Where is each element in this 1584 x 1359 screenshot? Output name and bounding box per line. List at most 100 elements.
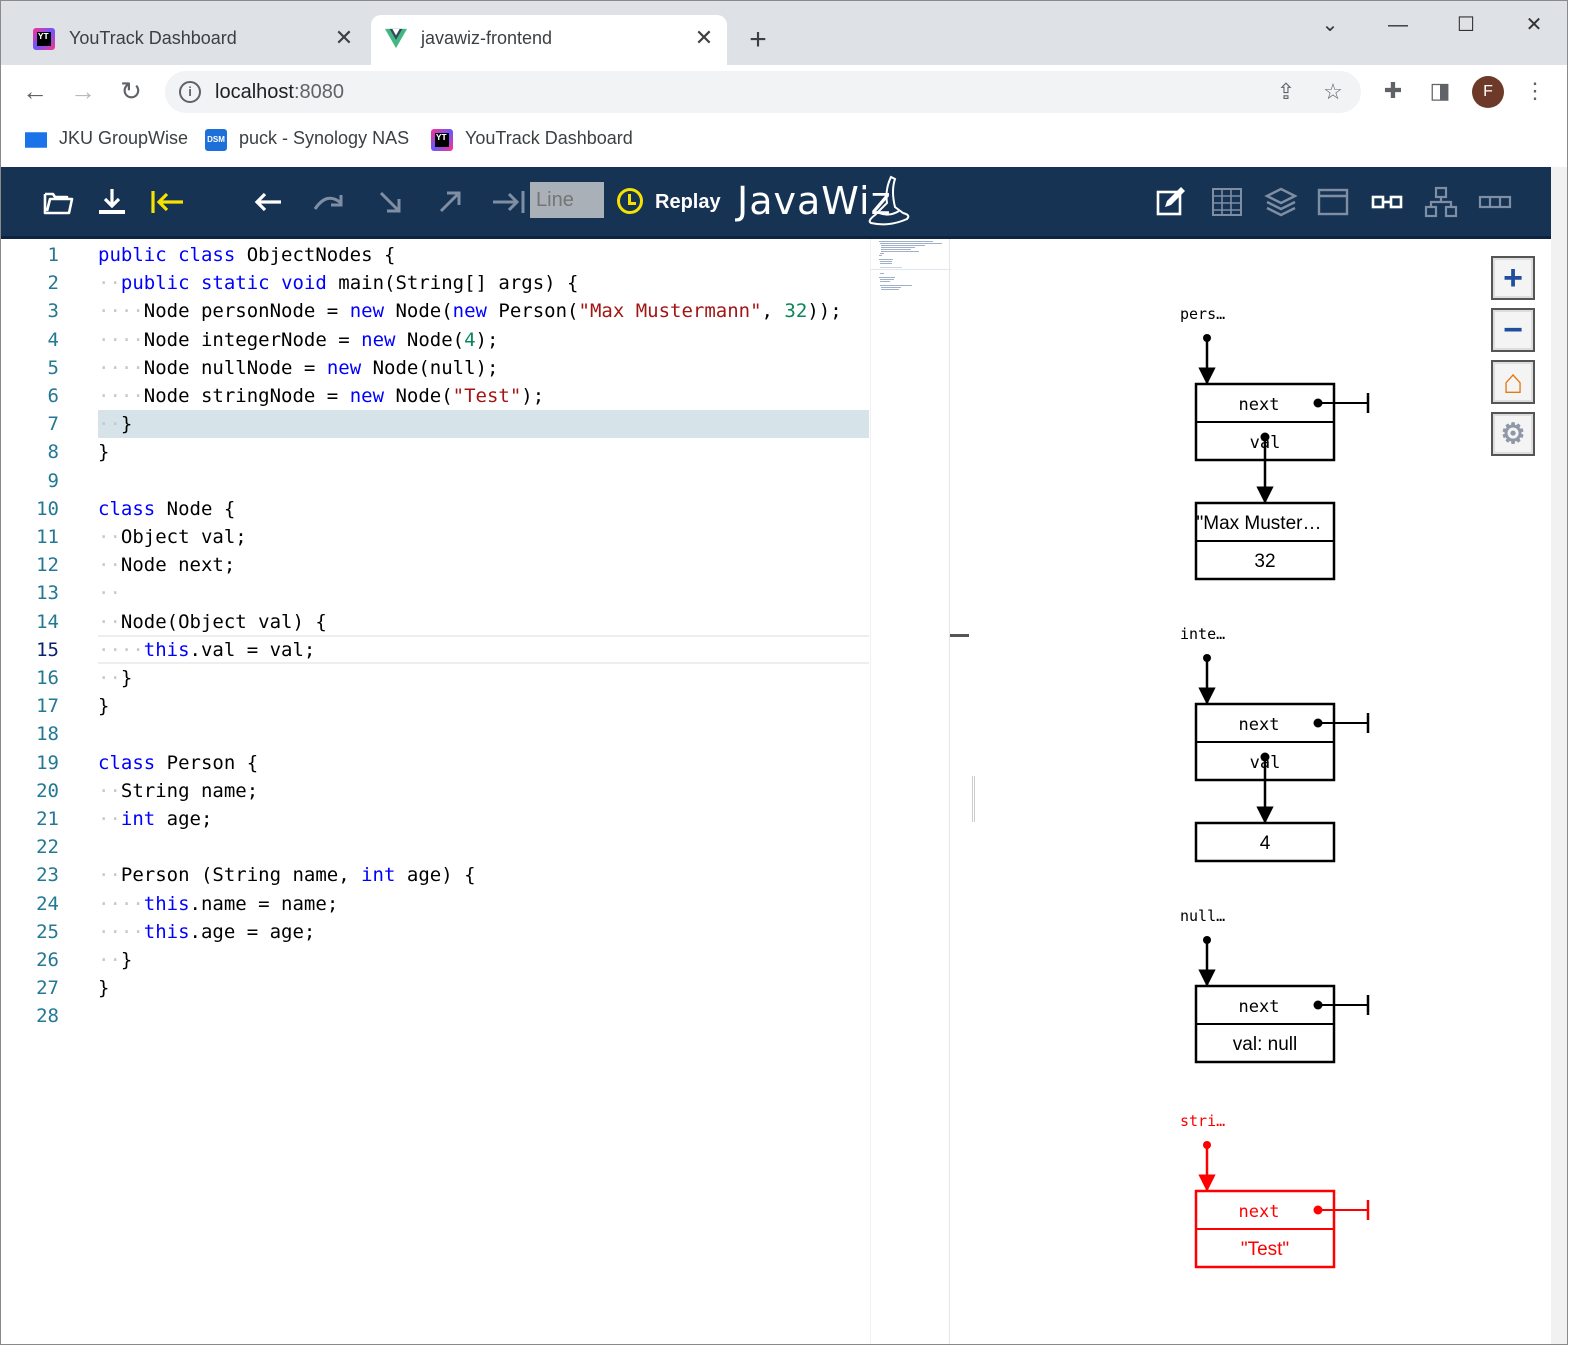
code-text[interactable]: ··}	[98, 667, 133, 689]
code-text[interactable]: ··Node(Object val) {	[98, 610, 327, 633]
line-number[interactable]: 25	[36, 920, 59, 943]
step-back-icon[interactable]	[251, 185, 285, 219]
code-text[interactable]: class Person {	[98, 751, 259, 774]
new-tab-button[interactable]: +	[749, 23, 767, 56]
tree-view-icon[interactable]	[1423, 185, 1459, 219]
line-number[interactable]: 3	[47, 300, 59, 323]
profile-avatar[interactable]: F	[1472, 76, 1504, 108]
line-number[interactable]: 21	[36, 808, 59, 830]
minimize-button[interactable]: —	[1388, 14, 1408, 36]
run-to-line-icon[interactable]	[491, 185, 527, 219]
page-scrollbar[interactable]	[1551, 167, 1567, 1344]
code-line[interactable]: 27}	[1, 974, 869, 1002]
code-line[interactable]: 3 ····Node personNode = new Node(new Pers…	[1, 297, 869, 325]
code-text[interactable]: }	[98, 977, 110, 1000]
splitter-handle[interactable]	[950, 634, 969, 637]
code-line[interactable]: 6····Node stringNode = new Node("Test");	[1, 382, 869, 410]
window-view-icon[interactable]	[1315, 185, 1351, 219]
layers-icon[interactable]	[1263, 185, 1299, 219]
code-line[interactable]: 7 ··}	[1, 410, 869, 438]
linked-list-view-icon[interactable]	[1369, 185, 1405, 219]
line-number[interactable]: 12	[36, 554, 59, 577]
bookmark-star-icon[interactable]: ☆	[1323, 79, 1343, 104]
array-view-icon[interactable]	[1477, 185, 1513, 219]
line-number[interactable]: 27	[36, 977, 59, 1000]
line-number[interactable]: 7	[47, 413, 59, 436]
code-text[interactable]: ··Person (String name, int age) {	[98, 864, 476, 887]
back-button[interactable]: ←	[22, 76, 48, 106]
line-number[interactable]: 8	[47, 441, 59, 464]
code-text[interactable]: ··public static void main(String[] args)…	[98, 272, 579, 295]
share-icon[interactable]: ⇪	[1276, 79, 1296, 104]
close-window-button[interactable]: ✕	[1525, 14, 1543, 36]
open-folder-icon[interactable]	[41, 185, 75, 219]
code-text[interactable]: ····Node stringNode = new Node("Test");	[98, 385, 545, 407]
line-number[interactable]: 18	[36, 723, 59, 746]
line-number[interactable]: 19	[36, 751, 59, 774]
step-out-icon[interactable]	[433, 185, 467, 219]
line-number[interactable]: 15	[36, 638, 59, 661]
step-into-icon[interactable]	[373, 185, 407, 219]
line-number[interactable]: 10	[36, 497, 59, 520]
pane-resize-sash[interactable]	[972, 776, 975, 822]
tab-search-icon[interactable]: ⌄	[1321, 14, 1339, 36]
line-number[interactable]: 28	[36, 1005, 59, 1028]
line-number[interactable]: 5	[47, 356, 59, 379]
code-text[interactable]: ····Node personNode = new Node(new Perso…	[98, 300, 842, 323]
code-text[interactable]: ··	[98, 582, 121, 605]
code-text[interactable]: ··int age;	[98, 808, 213, 830]
code-text[interactable]: public class ObjectNodes {	[98, 244, 396, 266]
code-line[interactable]: 15 ····this.val = val;	[1, 636, 869, 664]
code-line[interactable]: 21 ··int age;	[1, 805, 869, 833]
code-line[interactable]: 12 ··Node next;	[1, 551, 869, 579]
tab-youtrack-dashboard[interactable]: YT YouTrack Dashboard ✕	[19, 15, 367, 65]
close-tab-icon[interactable]: ✕	[334, 25, 354, 50]
code-text[interactable]: }	[98, 695, 110, 718]
line-number[interactable]: 2	[47, 272, 59, 295]
code-line[interactable]: 2 ··public static void main(String[] args…	[1, 269, 869, 297]
url-bar[interactable]: i localhost:8080 ⇪ ☆	[165, 71, 1361, 113]
line-number[interactable]: 22	[36, 836, 59, 859]
reload-button[interactable]: ↻	[120, 76, 142, 106]
code-line[interactable]: 10 class Node {	[1, 495, 869, 523]
code-line[interactable]: 16··}	[1, 664, 869, 692]
code-line[interactable]: 19 class Person {	[1, 749, 869, 777]
home-button[interactable]: ⌂	[1491, 360, 1535, 404]
line-number[interactable]: 11	[36, 526, 59, 548]
code-text[interactable]: ··Node next;	[98, 554, 236, 577]
line-number[interactable]: 13	[36, 582, 59, 605]
line-number-input[interactable]	[530, 182, 604, 218]
code-line[interactable]: 26··}	[1, 946, 869, 974]
download-icon[interactable]	[95, 185, 129, 219]
line-number[interactable]: 20	[36, 779, 59, 802]
zoom-in-button[interactable]: +	[1491, 256, 1535, 300]
code-line[interactable]: 28	[1, 1002, 869, 1030]
code-line[interactable]: 17}	[1, 692, 869, 720]
code-text[interactable]: ····this.name = name;	[98, 892, 339, 915]
forward-button[interactable]: →	[70, 76, 96, 106]
tab-javawiz-frontend[interactable]: javawiz-frontend ✕	[371, 15, 727, 65]
code-text[interactable]: ··}	[98, 413, 133, 436]
code-line[interactable]: 25 ····this.age = age;	[1, 918, 869, 946]
code-text[interactable]: }	[98, 441, 110, 464]
code-text[interactable]: ····this.age = age;	[98, 920, 316, 943]
url-text[interactable]: localhost:8080	[215, 81, 344, 103]
code-line[interactable]: 20··String name;	[1, 777, 869, 805]
code-line[interactable]: 13 ··	[1, 579, 869, 607]
extensions-puzzle-icon[interactable]: ✚	[1383, 78, 1403, 103]
code-text[interactable]: ··}	[98, 949, 133, 971]
code-text[interactable]: ····this.val = val;	[98, 638, 316, 661]
table-view-icon[interactable]	[1209, 185, 1245, 219]
code-text[interactable]: ····Node nullNode = new Node(null);	[98, 356, 499, 379]
step-over-icon[interactable]	[311, 185, 347, 219]
step-to-start-icon[interactable]	[149, 185, 187, 219]
browser-menu-icon[interactable]: ⋮	[1524, 78, 1546, 103]
code-line[interactable]: 5 ····Node nullNode = new Node(null);	[1, 354, 869, 382]
settings-button[interactable]: ⚙	[1491, 412, 1535, 456]
code-text[interactable]: class Node {	[98, 497, 236, 520]
zoom-out-button[interactable]: −	[1491, 308, 1535, 352]
code-text[interactable]: ····Node integerNode = new Node(4);	[98, 328, 499, 351]
